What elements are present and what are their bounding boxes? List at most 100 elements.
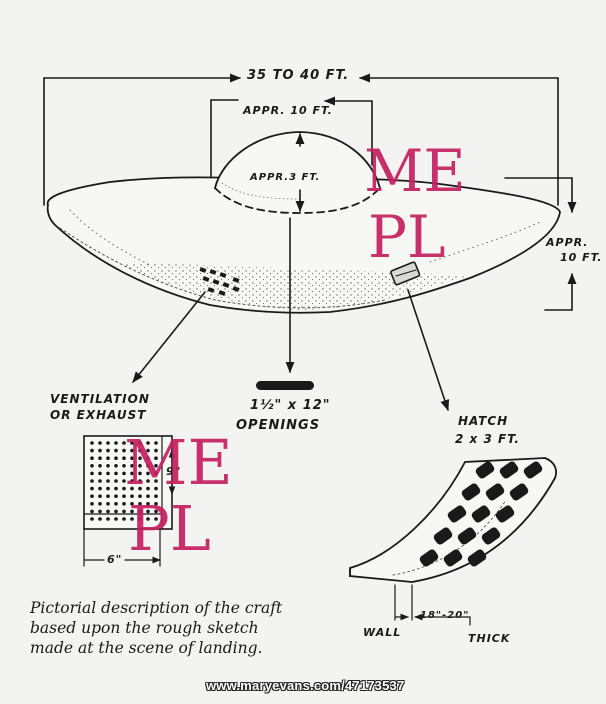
vent-hole xyxy=(90,448,94,453)
vent-hole xyxy=(90,502,94,506)
hatch-rivet xyxy=(485,483,505,501)
vent-hole xyxy=(106,494,110,499)
vent-hole xyxy=(146,502,150,506)
vent-hole xyxy=(98,441,102,445)
height-label-line2: 10 FT. xyxy=(560,251,603,264)
vent-hole xyxy=(130,456,134,461)
vent-hole xyxy=(98,448,102,453)
vent-hole xyxy=(138,486,142,491)
vent-hole xyxy=(90,509,94,514)
height-label-line1: APPR. xyxy=(546,236,589,249)
vent-hole xyxy=(154,441,158,445)
openings-label-line2: OPENINGS xyxy=(236,418,321,433)
vent-hole xyxy=(98,517,102,521)
vent-hole xyxy=(138,464,142,468)
dome-base-dashed xyxy=(214,187,381,214)
caption-line-1: Pictorial description of the craft xyxy=(30,599,283,617)
vent-hole xyxy=(114,448,118,453)
vent-hole xyxy=(90,479,94,483)
vent-hole xyxy=(146,509,150,514)
vent-hole xyxy=(90,494,94,499)
hatch-rivet xyxy=(495,505,515,523)
vent-hole xyxy=(98,464,102,468)
vent-hole xyxy=(138,448,142,453)
thick-label: THICK xyxy=(468,632,511,645)
vent-hole xyxy=(138,479,142,483)
vent-holes xyxy=(90,441,158,521)
vent-hole xyxy=(122,479,126,483)
vent-hole xyxy=(114,517,118,521)
vent-hole xyxy=(138,509,142,514)
vent-hole xyxy=(122,448,126,453)
vent-hole xyxy=(122,441,126,445)
hatch-rivet xyxy=(523,461,543,479)
vent-hole xyxy=(138,456,142,461)
vent-hole xyxy=(122,517,126,521)
vent-hole xyxy=(106,471,110,476)
hatch-rivet xyxy=(443,549,463,567)
vent-hole xyxy=(122,486,126,491)
vent-label-line2: OR EXHAUST xyxy=(50,408,147,422)
hatch-detail xyxy=(349,457,558,626)
vent-hole xyxy=(130,441,134,445)
vent-hole xyxy=(114,486,118,491)
vent-hole xyxy=(146,479,150,483)
hatch-label-line1: HATCH xyxy=(458,414,509,428)
vent-hole xyxy=(138,494,142,499)
dome-height-label: APPR.3 FT. xyxy=(250,172,321,183)
vent-hole xyxy=(146,464,150,468)
vent-hole xyxy=(138,471,142,476)
watermark-bottom-me: ME xyxy=(124,426,233,499)
vent-hole xyxy=(106,486,110,491)
openings-label-line1: 1½" x 12" xyxy=(250,398,331,413)
vent-hole xyxy=(130,464,134,468)
vent-hole xyxy=(122,509,126,514)
vent-hole xyxy=(146,517,150,521)
watermark-top-me: ME xyxy=(364,137,466,205)
vent-hole xyxy=(106,509,110,514)
caption-line-2: based upon the rough sketch xyxy=(30,619,259,637)
vent-hole xyxy=(138,517,142,521)
vent-label-line1: VENTILATION xyxy=(50,392,150,406)
hatch-rivet xyxy=(447,505,467,523)
hatch-rivet xyxy=(481,527,501,545)
vent-hole xyxy=(122,471,126,476)
vent-hole xyxy=(114,456,118,461)
vent-hole xyxy=(98,456,102,461)
wall-label: WALL xyxy=(363,626,402,639)
hatch-leader-arrow xyxy=(407,289,450,412)
width-label: 35 TO 40 FT. xyxy=(247,68,350,83)
vent-hole xyxy=(106,441,110,445)
thickness-label: 18"-20" xyxy=(420,610,470,621)
vent-hole xyxy=(90,486,94,491)
vent-hole xyxy=(138,502,142,506)
vent-hole xyxy=(106,479,110,483)
vent-hole xyxy=(130,517,134,521)
vent-width-label: 6" xyxy=(107,553,123,566)
height-dimension xyxy=(504,177,577,311)
opening-slot xyxy=(256,381,314,390)
vent-hole xyxy=(154,448,158,453)
vent-hole xyxy=(98,494,102,499)
vent-hole xyxy=(106,517,110,521)
watermark-top-pl: PL xyxy=(368,203,446,271)
vent-hole xyxy=(98,486,102,491)
vent-hole xyxy=(90,441,94,445)
vent-hole xyxy=(146,471,150,476)
vent-hole xyxy=(106,502,110,506)
watermark-bottom-pl: PL xyxy=(128,492,211,565)
hatch-label-line2: 2 x 3 FT. xyxy=(455,432,520,446)
figure-caption: Pictorial description of the craft based… xyxy=(30,598,360,658)
vent-hole xyxy=(154,509,158,514)
vent-hole xyxy=(130,448,134,453)
vent-hole xyxy=(114,464,118,468)
vent-hole xyxy=(154,471,158,476)
hatch-rivet xyxy=(467,549,487,567)
hatch-rivet xyxy=(471,505,491,523)
vent-hole xyxy=(98,471,102,476)
vent-hole xyxy=(146,441,150,445)
vent-hole xyxy=(154,464,158,468)
width-dimension xyxy=(43,73,559,206)
